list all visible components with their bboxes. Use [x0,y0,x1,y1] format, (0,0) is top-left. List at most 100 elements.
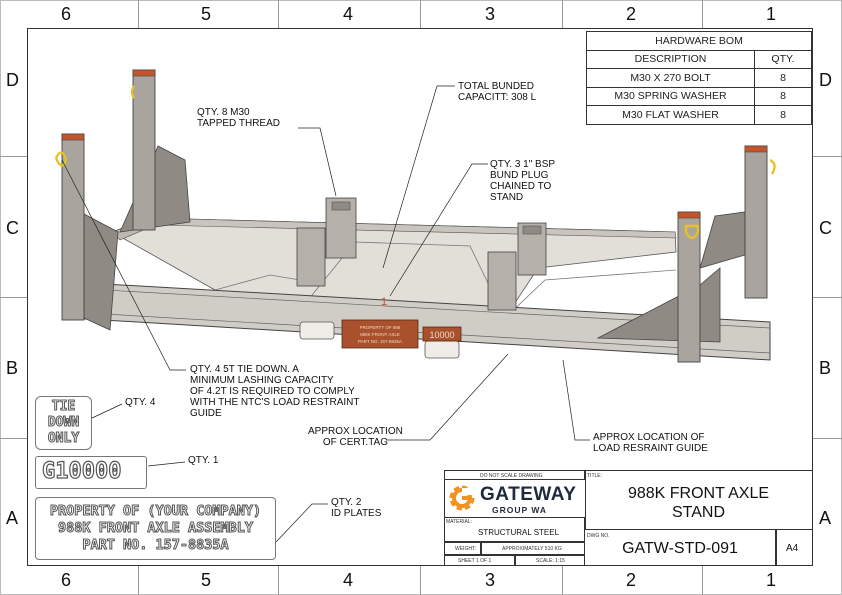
gateway-logo-text: GATEWAY [480,484,577,505]
hardware-bom-table: HARDWARE BOM DESCRIPTION QTY. M30 X 270 … [586,31,812,125]
tie-down-ring [684,224,700,240]
drawing-title-line: STAND [671,504,726,521]
bund-plug: 1 [381,296,387,308]
note-bund-plug: QTY. 3 1" BSP BUND PLUG CHAINED TO STAND [490,159,555,203]
note-line: LOAD RESRAINT GUIDE [593,443,708,454]
right-front-gusset [596,267,721,343]
axle-mount [487,251,517,311]
tb-cell [585,470,813,530]
zone-row-label: B [819,358,832,378]
tb-sheet: SHEET 1 OF 1 [458,558,492,564]
tag-line: PROPERTY OF (YOUR COMPANY) [49,503,262,520]
callout-line: ID PLATES [331,508,382,519]
leader-tiedown [61,159,186,371]
tie-down-ring [769,158,776,175]
tb-cell [444,542,585,555]
gateway-logo-subtext: GROUP WA [492,505,548,515]
leader-lines [61,85,590,543]
zone-tick [562,0,563,28]
floor-division [504,269,677,319]
post-cap [132,69,156,77]
note-bunded-capacity: TOTAL BUNDED CAPACITT: 308 L [458,81,536,103]
left-rear-post [132,69,156,231]
leader-cert [386,353,509,441]
leader-tag-g10k [147,461,186,467]
tb-material-label: MATERIAL: [446,519,473,525]
zone-col-label: 3 [485,570,496,590]
beam-cutout [299,321,335,340]
tapped-thread-hole [331,201,351,211]
gateway-gear-icon [449,485,475,511]
tie-down-tag: TIE DOWN ONLY [35,396,92,450]
beam-id-plate-line: 988K FRONT AXLE [360,332,400,337]
note-line: QTY. 4 5T TIE DOWN. A [190,364,299,375]
id-plate-tag: PROPERTY OF (YOUR COMPANY) 988K FRONT AX… [35,497,276,560]
leader-tag-idplate [275,503,328,543]
zone-row-label: A [819,508,832,528]
bom-qty: 8 [754,105,812,125]
tie-down-ring [54,151,68,167]
post-cap [61,133,85,141]
zone-tick [138,566,139,595]
zone-col-label: 6 [61,570,72,590]
note-line: QTY. 8 M30 [197,107,250,118]
leader-bunded [382,85,455,269]
tag-line: 988K FRONT AXLE ASSEMBLY [57,520,254,537]
bom-description: M30 FLAT WASHER [586,105,755,125]
beam-id-plate [341,319,419,349]
zone-col-label: 3 [485,4,496,24]
tb-weight-label: WEIGHT: [455,546,476,552]
note-line: OF 4.2T IS REQUIRED TO COMPLY [190,386,355,397]
zone-row-label: C [6,218,19,238]
tb-divider [775,530,777,566]
floor-division [214,274,301,291]
bom-row: M30 SPRING WASHER 8 [586,86,812,106]
zone-row-label: A [6,508,19,528]
zone-tick [0,438,27,439]
tag-line: TIE [51,399,76,415]
axle-mount [296,227,326,287]
note-line: WITH THE NTC'S LOAD RESTRAINT [190,397,360,408]
note-line: TOTAL BUNDED [458,81,534,92]
zone-tick [0,156,27,157]
zone-col-label: 1 [766,570,777,590]
zone-col-label: 2 [626,570,637,590]
g-symbol-icon: G [41,458,56,484]
tb-material: STRUCTURAL STEEL [478,528,560,537]
tb-title-label: TITLE: [587,473,603,479]
leader-plug [389,163,488,297]
tag-line: DOWN [47,415,80,431]
leader-guide [562,359,590,441]
tb-cell [444,517,585,542]
sheet-size: A4 [786,543,799,554]
note-line: OF CERT.TAG [322,437,389,448]
post-cap [744,145,768,153]
zone-tick [420,0,421,28]
tb-do-not-scale: DO NOT SCALE DRAWING [480,473,543,479]
leader-thread [298,127,337,197]
tb-cell [444,470,585,480]
note-tie-down: QTY. 4 5T TIE DOWN. A MINIMUM LASHING CA… [190,364,360,419]
callout-line: QTY. 2 [331,497,362,508]
g10k-tag: G10000 [35,456,147,489]
note-line: APPROX LOCATION OF [593,432,705,443]
beam-cutout [424,340,460,359]
zone-tick [813,297,842,298]
zone-tick [0,297,27,298]
zone-tick [813,438,842,439]
note-line: GUIDE [190,408,222,419]
tag-qty-idplate: QTY. 2 ID PLATES [331,497,381,519]
beam-g10k-plate [422,326,462,342]
tag-qty-g10k: QTY. 1 [188,455,219,466]
tb-scale: SCALE: 1:15 [536,558,565,564]
drawing-title-line: 988K FRONT AXLE [627,485,770,502]
inner-border [27,28,813,566]
tag-line: ONLY [47,431,80,447]
bom-row: M30 FLAT WASHER 8 [586,105,812,125]
beam-g10k-plate-text: 10000 [429,330,454,340]
note-line: MINIMUM LASHING CAPACITY [190,375,334,386]
bom-header-qty: QTY. [754,49,812,69]
zone-col-label: 1 [766,4,777,24]
zone-col-label: 4 [343,570,354,590]
